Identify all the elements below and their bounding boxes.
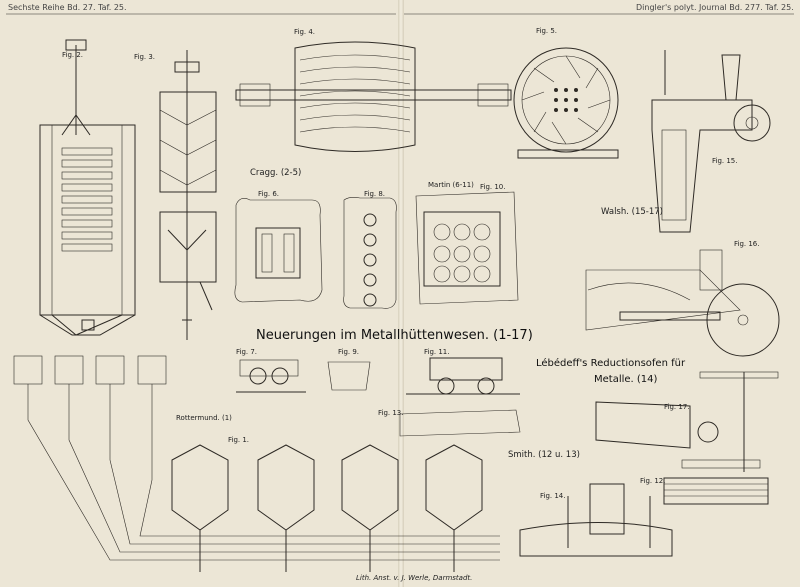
figure-10-drawing — [415, 191, 519, 305]
cragg-caption: Cragg. (2-5) — [250, 168, 302, 178]
fig-11-label: Fig. 11. — [424, 348, 450, 356]
fig-9-label: Fig. 9. — [338, 348, 360, 356]
fig-4-label: Fig. 4. — [294, 28, 316, 36]
figure-3-drawing — [159, 50, 217, 340]
main-title: Neuerungen im Metallhüttenwesen. (1-17) — [256, 328, 533, 343]
figures-7-9-11-drawing — [236, 357, 520, 395]
figure-2-drawing — [39, 39, 136, 336]
fig-15-label: Fig. 15. — [712, 157, 738, 165]
figure-5-drawing — [513, 47, 619, 159]
martin-caption: Martin (6-11) — [428, 181, 474, 189]
fig-14-label: Fig. 14. — [540, 492, 566, 500]
fig-3-label: Fig. 3. — [134, 53, 156, 61]
fig-1-label: Fig. 1. — [228, 436, 250, 444]
smith-caption: Smith. (12 u. 13) — [508, 450, 580, 460]
figure-4-drawing — [235, 41, 512, 152]
lithographer-credit: Lith. Anst. v. J. Werle, Darmstadt. — [356, 574, 473, 582]
fig-8-label: Fig. 8. — [364, 190, 386, 198]
fig-10-label: Fig. 10. — [480, 183, 506, 191]
figure-6-drawing — [234, 198, 323, 303]
fig-12-label: Fig. 12. — [640, 477, 666, 485]
figures-13-17-drawing — [399, 371, 779, 472]
figure-1-drawing — [13, 355, 500, 572]
lebedeff-caption-line2: Metalle. (14) — [594, 374, 658, 385]
figure-15-drawing — [651, 50, 771, 233]
fig-2-label: Fig. 2. — [62, 51, 84, 59]
lebedeff-caption-line1: Lébédeff's Reductionsofen für — [536, 358, 686, 369]
header-right: Dingler's polyt. Journal Bd. 277. Taf. 2… — [636, 3, 794, 12]
figure-12-drawing — [663, 477, 769, 505]
figure-16-drawing — [585, 249, 780, 357]
fig-16-label: Fig. 16. — [734, 240, 760, 248]
figure-14-drawing — [519, 483, 673, 557]
fig-5-label: Fig. 5. — [536, 27, 558, 35]
fig-13-label: Fig. 13. — [378, 409, 404, 417]
fig-6-label: Fig. 6. — [258, 190, 280, 198]
rottermund-caption: Rottermund. (1) — [176, 414, 232, 422]
page-fold — [398, 0, 404, 587]
header-left: Sechste Reihe Bd. 27. Taf. 25. — [8, 3, 127, 12]
figure-8-drawing — [343, 197, 397, 309]
fig-7-label: Fig. 7. — [236, 348, 258, 356]
fig-17-label: Fig. 17. — [664, 403, 690, 411]
walsh-caption: Walsh. (15-17) — [601, 207, 663, 217]
